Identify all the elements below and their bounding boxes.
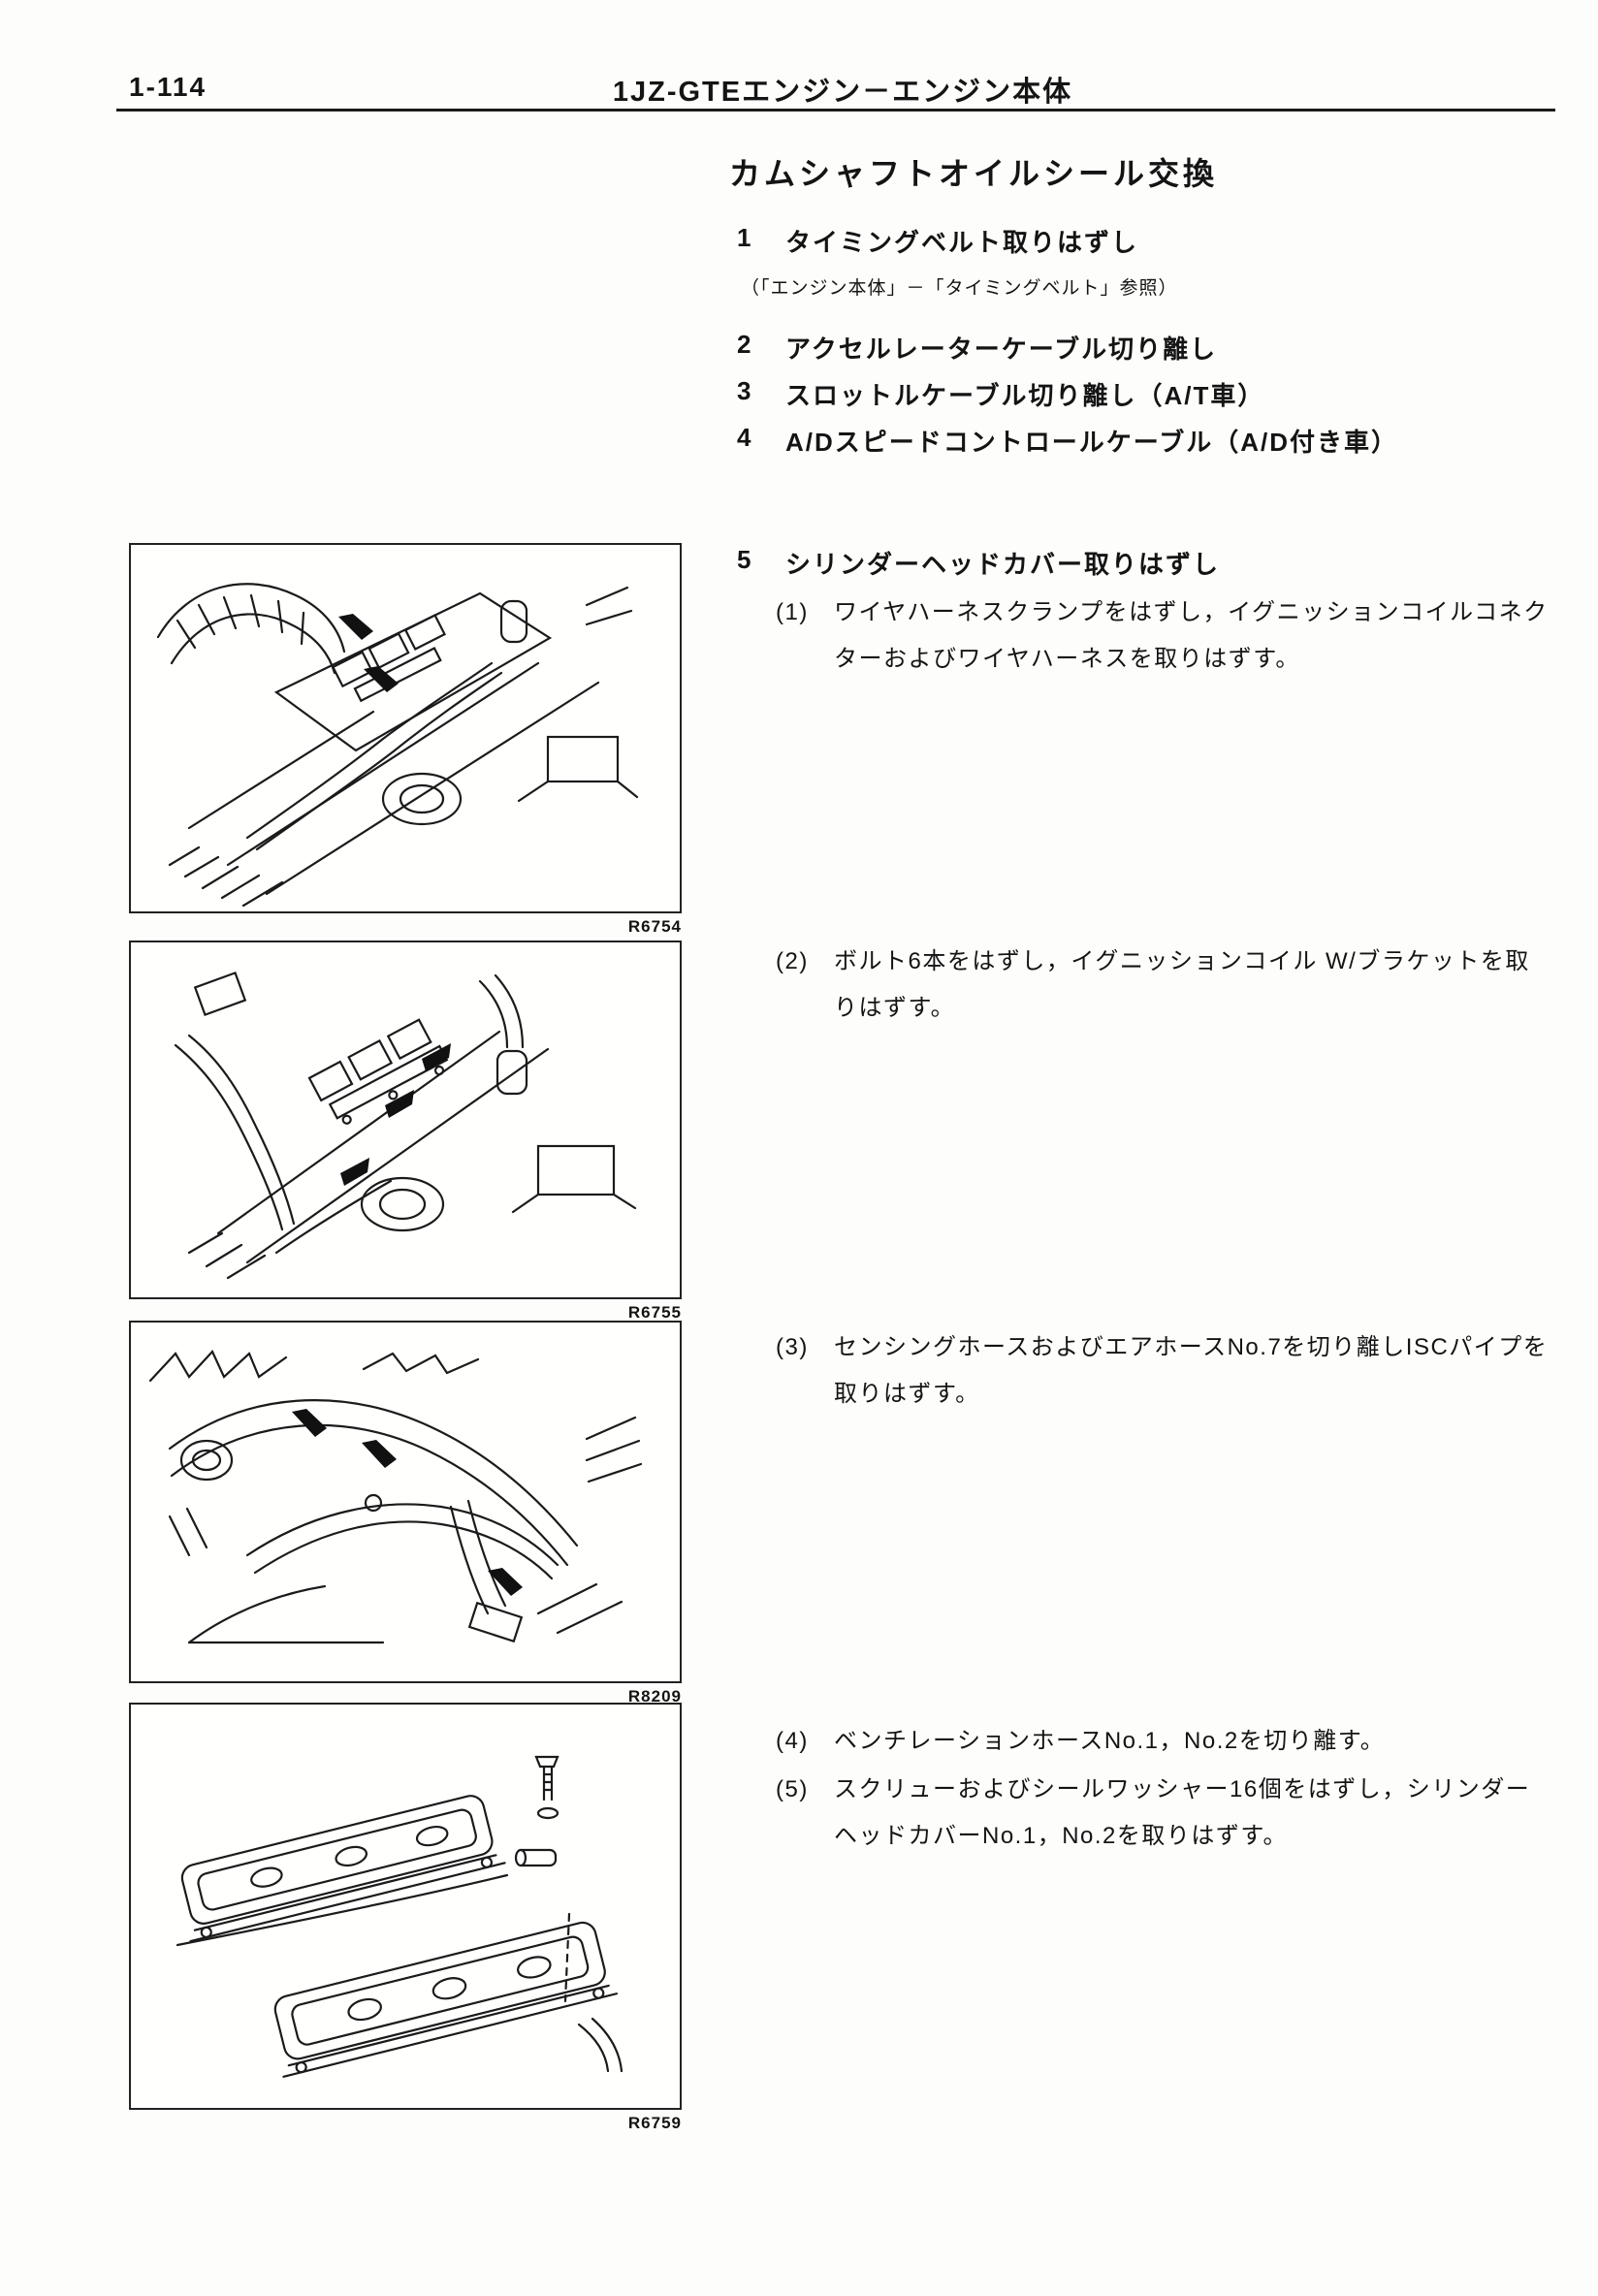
step-2: 2 アクセルレーターケーブル切り離し: [737, 330, 1217, 366]
substep-number: (4): [776, 1728, 809, 1754]
step-1: 1 タイミングベルト取りはずし: [737, 223, 1138, 259]
step-label: タイミングベルト取りはずし: [785, 228, 1139, 257]
substep-3: (3) センシングホースおよびエアホースNo.7を切り離しISCパイプを取りはず…: [776, 1324, 1551, 1418]
substep-number: (3): [776, 1334, 809, 1360]
substep-text: センシングホースおよびエアホースNo.7を切り離しISCパイプを取りはずす。: [834, 1334, 1549, 1407]
step-3: 3 スロットルケーブル切り離し（A/T車）: [737, 376, 1264, 412]
step-label: A/Dスピードコントロールケーブル（A/D付き車）: [785, 428, 1398, 457]
step-label: スロットルケーブル切り離し（A/T車）: [785, 381, 1265, 410]
header-title: 1JZ-GTEエンジン－エンジン本体: [612, 77, 1073, 108]
step-number: 1: [737, 223, 753, 252]
step-number: 2: [737, 330, 753, 359]
substep-text: ベンチレーションホースNo.1，No.2を切り離す。: [834, 1728, 1386, 1754]
figure-box-r6755: [129, 941, 682, 1299]
step-4: 4 A/Dスピードコントロールケーブル（A/D付き車）: [737, 423, 1398, 459]
step-label: シリンダーヘッドカバー取りはずし: [785, 550, 1221, 579]
step-number: 5: [737, 545, 753, 574]
figure-code: R6759: [627, 2114, 682, 2132]
callout-arrows: [292, 1409, 523, 1596]
substep-4: (4) ベンチレーションホースNo.1，No.2を切り離す。: [776, 1718, 1551, 1765]
figure-illustration-coil-bracket: [174, 971, 637, 1280]
substep-number: (2): [776, 948, 809, 974]
step-1-note: （「エンジン本体」－「タイミングベルト」参照）: [741, 278, 1178, 299]
substep-1: (1) ワイヤハーネスクランプをはずし，イグニッションコイルコネクターおよびワイ…: [776, 590, 1551, 683]
section-title: カムシャフトオイルシール交換: [729, 156, 1219, 191]
substep-5: (5) スクリューおよびシールワッシャー16個をはずし，シリンダーヘッドカバーN…: [776, 1767, 1551, 1860]
header-rule: [116, 109, 1555, 112]
figure-box-r6759: [129, 1703, 682, 2110]
figure-illustration-head-covers: [176, 1755, 623, 2078]
figure-code: R6755: [627, 1303, 682, 1322]
substep-text: スクリューおよびシールワッシャー16個をはずし，シリンダーヘッドカバーNo.1，…: [834, 1776, 1531, 1849]
callout-arrows: [340, 1043, 451, 1186]
figure-code: R8209: [627, 1687, 682, 1706]
figure-illustration-engine-harness: [156, 583, 639, 908]
figure-illustration-hoses: [148, 1350, 643, 1644]
figure-box-r6754: [129, 543, 682, 913]
step-number: 3: [737, 376, 753, 405]
step-5: 5 シリンダーヘッドカバー取りはずし: [737, 545, 1220, 581]
page-number: 1-114: [129, 72, 208, 102]
substep-text: ワイヤハーネスクランプをはずし，イグニッションコイルコネクターおよびワイヤハーネ…: [834, 599, 1549, 672]
callout-arrows: [338, 614, 399, 692]
figure-box-r8209: [129, 1321, 682, 1683]
step-label: アクセルレーターケーブル切り離し: [785, 335, 1218, 364]
substep-2: (2) ボルト6本をはずし，イグニッションコイル W/ブラケットを取りはずす。: [776, 939, 1551, 1032]
substep-number: (1): [776, 599, 809, 625]
substep-text: ボルト6本をはずし，イグニッションコイル W/ブラケットを取りはずす。: [834, 948, 1530, 1021]
step-number: 4: [737, 423, 753, 452]
substep-number: (5): [776, 1776, 809, 1802]
figure-code: R6754: [627, 917, 682, 936]
